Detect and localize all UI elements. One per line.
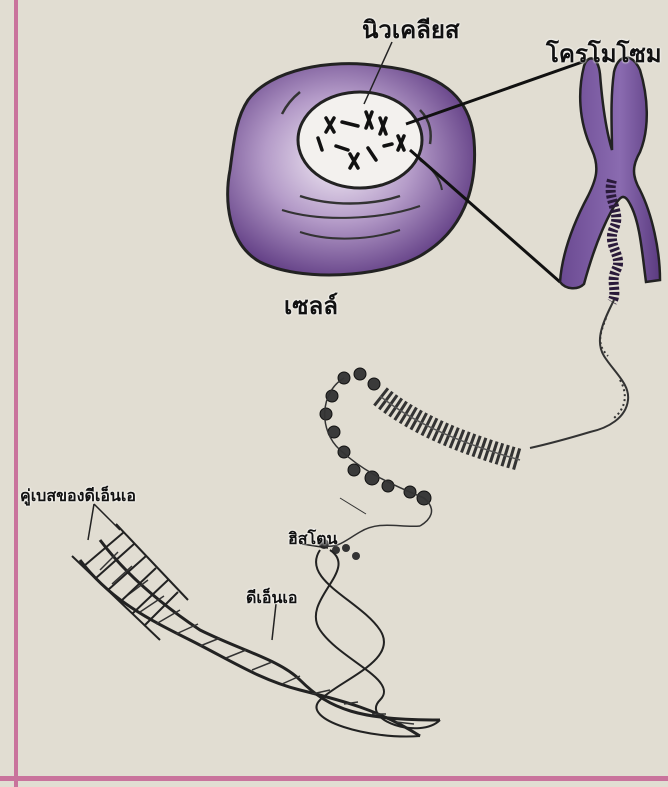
chromosome-label: โครโมโซม [546,34,662,73]
base-pair-label: คู่เบสของดีเอ็นเอ [20,484,136,509]
chromatin-fiber [530,300,628,448]
base-pair-pointer-1 [88,504,94,540]
cell-label: เซลล์ [284,286,338,325]
dna-label: ดีเอ็นเอ [246,586,297,611]
nucleus-label: นิวเคลียส [362,10,460,49]
histone-string [326,498,420,546]
base-pair-ladder [72,524,188,640]
nucleus [298,92,422,188]
chromosome [560,57,660,302]
dna-double-helix [80,540,440,737]
nucleosome-beads [320,368,431,505]
solenoid-fiber [380,396,520,460]
histone-label: ฮิสโตน [288,527,337,552]
dna-rungs [100,552,414,724]
